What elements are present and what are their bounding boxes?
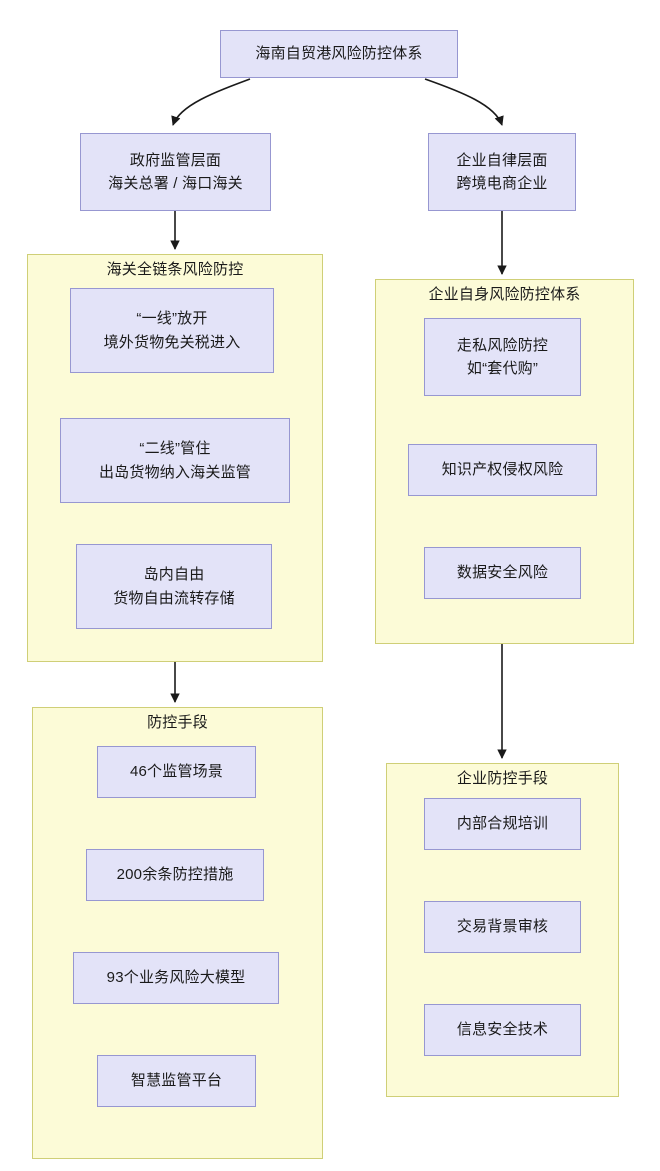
node-enterprise-risk-item-3[interactable]: 数据安全风险 — [424, 547, 581, 599]
branch-header-government-line-2: 海关总署 / 海口海关 — [108, 175, 243, 192]
branch-header-government[interactable]: 政府监管层面 海关总署 / 海口海关 — [80, 133, 271, 211]
node-enterprise-measures-item-3[interactable]: 信息安全技术 — [424, 1004, 581, 1056]
node-customs-chain-item-3[interactable]: 岛内自由 货物自由流转存储 — [76, 544, 272, 629]
node-control-measures-item-3-label: 93个业务风险大模型 — [106, 969, 246, 987]
node-enterprise-risk-item-1-line-2: 如“套代购” — [466, 360, 539, 377]
edge-root-to-enterprise — [424, 78, 504, 126]
node-customs-chain-item-3-line-1: 岛内自由 — [143, 566, 205, 584]
group-enterprise-measures-title: 企业防控手段 — [456, 770, 549, 787]
node-enterprise-risk-item-3-label: 数据安全风险 — [456, 564, 549, 582]
node-control-measures-item-3[interactable]: 93个业务风险大模型 — [73, 952, 279, 1004]
group-enterprise-risk-system-title: 企业自身风险防控体系 — [428, 286, 581, 303]
node-enterprise-measures-item-3-label: 信息安全技术 — [456, 1021, 549, 1039]
node-customs-chain-item-2-line-2: 出岛货物纳入海关监管 — [98, 463, 251, 481]
node-control-measures-item-2[interactable]: 200余条防控措施 — [86, 849, 264, 901]
root-node-label: 海南自贸港风险防控体系 — [255, 45, 423, 63]
group-customs-chain-title: 海关全链条风险防控 — [106, 261, 244, 278]
node-customs-chain-item-1-line-2: 境外货物免关税进入 — [103, 333, 241, 351]
node-enterprise-risk-item-2-label: 知识产权侵权风险 — [441, 461, 564, 479]
edge-root-to-government — [171, 78, 251, 126]
node-enterprise-measures-item-1-label: 内部合规培训 — [456, 815, 549, 833]
root-node[interactable]: 海南自贸港风险防控体系 — [220, 30, 458, 78]
node-control-measures-item-2-label: 200余条防控措施 — [116, 866, 234, 884]
node-enterprise-risk-item-1-line-1: 走私风险防控 — [456, 336, 549, 354]
node-enterprise-risk-item-2[interactable]: 知识产权侵权风险 — [408, 444, 597, 496]
node-customs-chain-item-3-line-2: 货物自由流转存储 — [113, 589, 235, 607]
node-customs-chain-item-2[interactable]: “二线”管住 出岛货物纳入海关监管 — [60, 418, 290, 503]
node-customs-chain-item-2-line-1: “二线”管住 — [139, 440, 211, 458]
node-control-measures-item-4[interactable]: 智慧监管平台 — [97, 1055, 256, 1107]
node-enterprise-risk-item-1[interactable]: 走私风险防控 如“套代购” — [424, 318, 581, 396]
branch-header-enterprise-line-1: 企业自律层面 — [456, 151, 548, 169]
node-enterprise-measures-item-2[interactable]: 交易背景审核 — [424, 901, 581, 953]
node-enterprise-measures-item-2-label: 交易背景审核 — [456, 918, 549, 936]
node-customs-chain-item-1[interactable]: “一线”放开 境外货物免关税进入 — [70, 288, 274, 373]
branch-header-government-line-1: 政府监管层面 — [129, 151, 222, 169]
branch-header-enterprise-line-2: 跨境电商企业 — [456, 175, 548, 192]
node-customs-chain-item-1-line-1: “一线”放开 — [136, 310, 208, 328]
node-enterprise-measures-item-1[interactable]: 内部合规培训 — [424, 798, 581, 850]
group-control-measures-title: 防控手段 — [147, 714, 208, 731]
node-control-measures-item-1-label: 46个监管场景 — [129, 763, 224, 781]
branch-header-enterprise[interactable]: 企业自律层面 跨境电商企业 — [428, 133, 576, 211]
node-control-measures-item-4-label: 智慧监管平台 — [130, 1072, 223, 1090]
node-control-measures-item-1[interactable]: 46个监管场景 — [97, 746, 256, 798]
